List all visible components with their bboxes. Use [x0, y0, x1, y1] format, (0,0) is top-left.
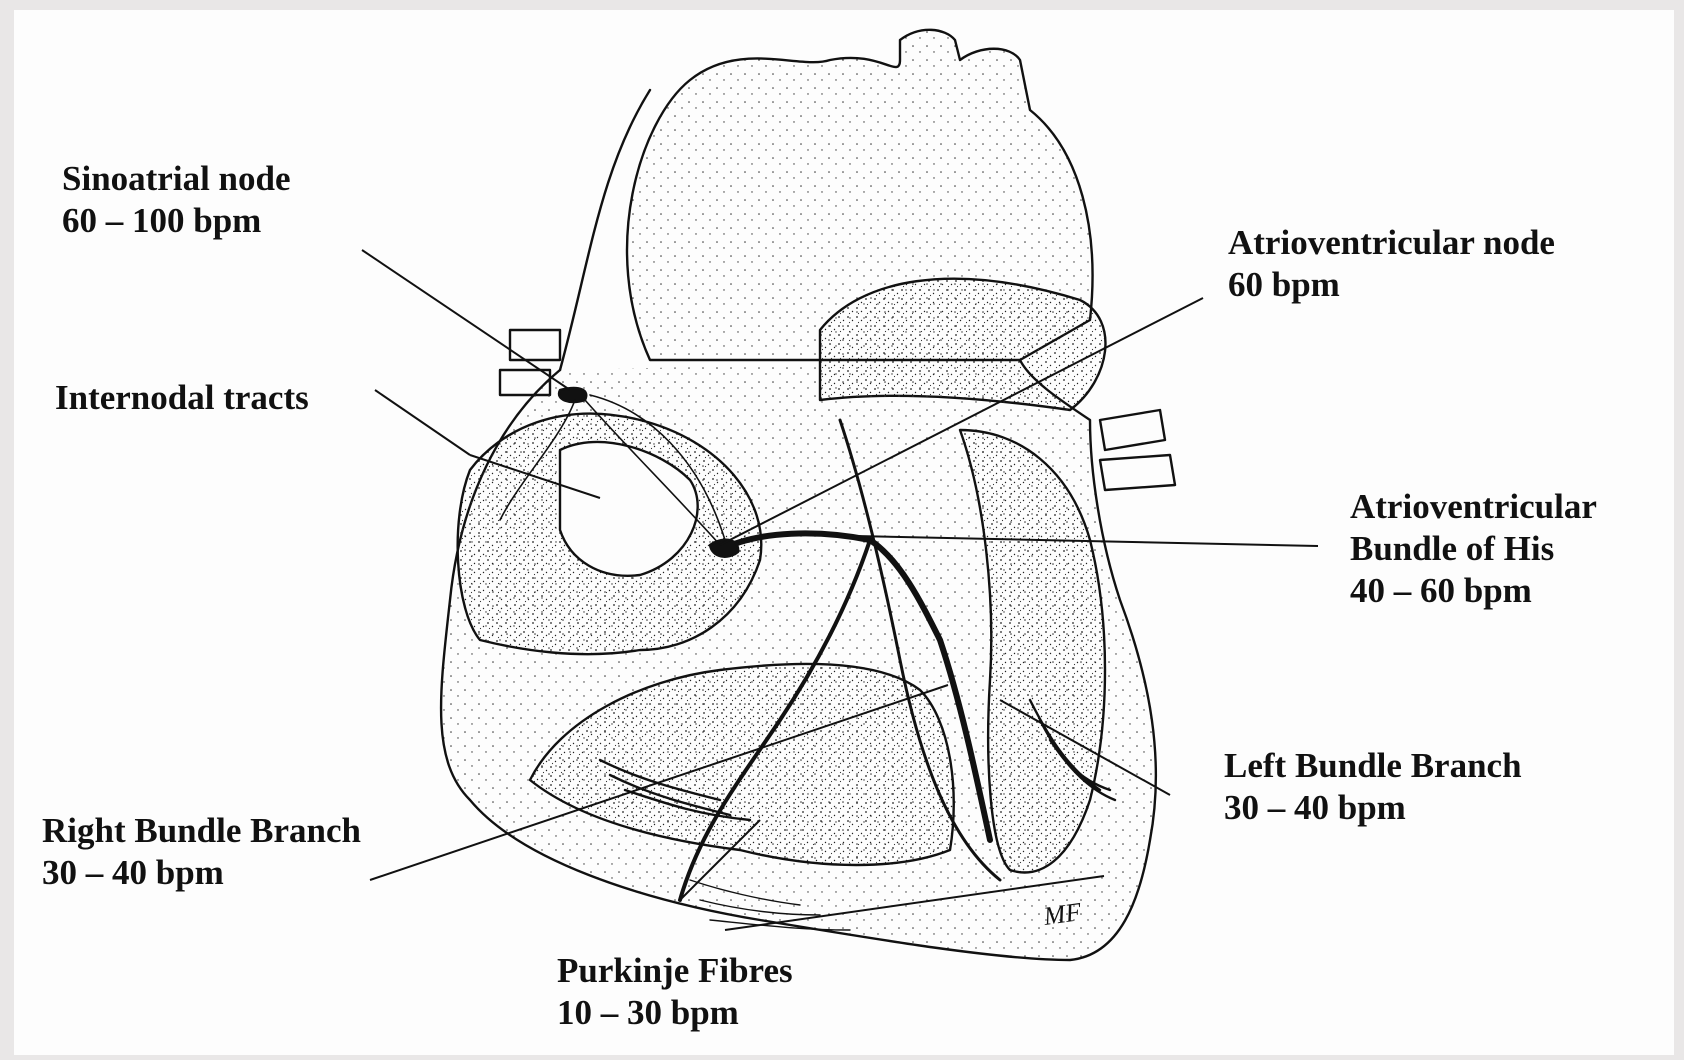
left-bundle-rate: 30 – 40 bpm: [1224, 787, 1522, 829]
artist-signature: MF: [1041, 897, 1084, 931]
leader-internodal-1: [375, 390, 470, 455]
label-bundle-of-his: Atrioventricular Bundle of His 40 – 60 b…: [1350, 486, 1597, 612]
leader-sinoatrial: [362, 250, 570, 390]
label-sinoatrial-node: Sinoatrial node 60 – 100 bpm: [62, 158, 291, 242]
label-atrioventricular-node: Atrioventricular node 60 bpm: [1228, 222, 1555, 306]
internodal-tracts-name: Internodal tracts: [55, 377, 309, 419]
right-bundle-rate: 30 – 40 bpm: [42, 852, 361, 894]
left-pulmonary-veins: [1100, 410, 1175, 490]
label-right-bundle-branch: Right Bundle Branch 30 – 40 bpm: [42, 810, 361, 894]
bundle-his-name-line1: Atrioventricular: [1350, 486, 1597, 528]
sinoatrial-node-rate: 60 – 100 bpm: [62, 200, 291, 242]
left-bundle-name: Left Bundle Branch: [1224, 745, 1522, 787]
sa-node: [559, 388, 586, 402]
label-left-bundle-branch: Left Bundle Branch 30 – 40 bpm: [1224, 745, 1522, 829]
right-bundle-name: Right Bundle Branch: [42, 810, 361, 852]
bundle-his-rate: 40 – 60 bpm: [1350, 570, 1597, 612]
purkinje-name: Purkinje Fibres: [557, 950, 793, 992]
sinoatrial-node-name: Sinoatrial node: [62, 158, 291, 200]
purkinje-rate: 10 – 30 bpm: [557, 992, 793, 1034]
bundle-his-name-line2: Bundle of His: [1350, 528, 1597, 570]
label-purkinje-fibres: Purkinje Fibres 10 – 30 bpm: [557, 950, 793, 1034]
label-internodal-tracts: Internodal tracts: [55, 377, 309, 419]
av-node-rate: 60 bpm: [1228, 264, 1555, 306]
av-node-name: Atrioventricular node: [1228, 222, 1555, 264]
heart-illustration: MF: [441, 30, 1175, 960]
